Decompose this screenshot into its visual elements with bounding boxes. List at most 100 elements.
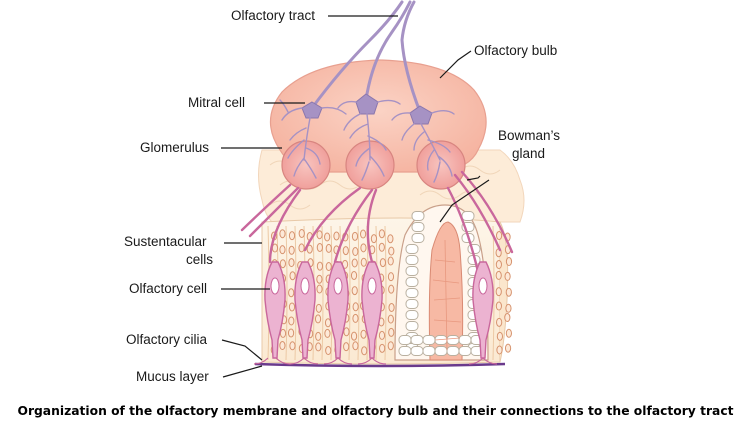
cell-nucleus <box>505 257 513 267</box>
cell-nucleus <box>316 242 323 252</box>
cell-nucleus <box>352 247 359 257</box>
cell-nucleus <box>496 231 503 241</box>
gland-cell <box>458 335 472 345</box>
cell-nucleus <box>360 243 367 253</box>
cell-nucleus <box>324 328 331 338</box>
cell-nucleus <box>316 284 323 294</box>
cell-nucleus <box>333 231 340 241</box>
olfactory-cell-label: Olfactory cell <box>129 281 208 296</box>
gland-cell <box>405 244 419 254</box>
glomerulus-label: Glomerulus <box>140 140 210 155</box>
gland-cell <box>405 255 419 265</box>
cell-nucleus <box>279 328 287 338</box>
cell-nucleus <box>287 328 295 338</box>
cell-nucleus <box>315 342 322 352</box>
gland-cell <box>398 335 412 345</box>
olfactory-cell <box>361 261 383 359</box>
cell-nucleus <box>505 328 512 338</box>
cell-nucleus <box>495 287 502 297</box>
cell-nucleus <box>504 343 512 353</box>
cell-nucleus <box>504 313 511 323</box>
cell-nucleus <box>496 317 503 327</box>
cell-nucleus <box>351 231 359 241</box>
mitral-dendrites <box>279 99 455 183</box>
cell-nucleus <box>324 318 332 328</box>
olfactory-receptor-cells <box>264 261 494 359</box>
cell-nucleus <box>387 256 394 266</box>
cell-nucleus <box>325 243 332 253</box>
cell-nucleus <box>351 258 358 268</box>
cell-nucleus <box>351 286 358 296</box>
gland-cell <box>446 335 460 345</box>
cell-nucleus <box>387 341 394 351</box>
cell-nucleus <box>350 270 358 280</box>
glomerulus <box>416 140 466 190</box>
cell-nucleus <box>379 343 386 353</box>
cell-nucleus <box>279 229 286 239</box>
cell-nucleus <box>306 244 313 254</box>
cell-nucleus <box>360 229 367 239</box>
cell-nucleus <box>298 228 305 238</box>
sustentacular-label-line2: cells <box>186 252 214 267</box>
cell-nucleus <box>342 246 349 256</box>
cell-nucleus <box>288 288 295 298</box>
cell-nucleus <box>298 243 305 253</box>
cell-nucleus <box>343 342 350 352</box>
cell-nucleus <box>350 331 358 341</box>
cell-nucleus <box>360 257 367 267</box>
figure-caption: Organization of the olfactory membrane a… <box>17 404 734 418</box>
mitral-cells <box>301 93 433 125</box>
cell-nucleus <box>388 303 395 313</box>
cell-nucleus <box>387 234 394 244</box>
gland-cell <box>405 310 419 320</box>
cell-nucleus <box>289 341 296 351</box>
cell-nucleus <box>279 245 286 255</box>
cell-nucleus <box>316 274 323 284</box>
cell-nucleus <box>379 258 387 268</box>
cell-nucleus <box>314 314 322 324</box>
cell-nucleus <box>495 270 502 280</box>
gland-cell <box>446 346 460 356</box>
cell-nucleus <box>343 327 350 337</box>
sustentacular-cell <box>321 225 324 361</box>
cell-nucleus <box>288 302 296 312</box>
cell-nucleus <box>279 341 286 351</box>
cell-nucleus <box>370 234 378 244</box>
sustentacular-cell <box>348 225 351 361</box>
cell-nucleus <box>495 301 502 311</box>
gland-cell <box>411 211 425 221</box>
cell-nucleus <box>352 341 359 351</box>
cell-nucleus <box>387 314 394 324</box>
gland-cell <box>461 211 475 221</box>
olfactory-cell <box>294 261 316 359</box>
olfactory-tract-label: Olfactory tract <box>231 8 316 23</box>
cell-nucleus <box>279 259 286 269</box>
gland-cell <box>410 346 424 356</box>
cell-nucleus <box>495 260 502 270</box>
sustentacular-label-line1: Sustentacular <box>124 234 207 249</box>
cell-nucleus <box>378 229 385 239</box>
gland-cell <box>405 266 419 276</box>
cell-nucleus <box>504 271 511 281</box>
olfactory-bulb-label: Olfactory bulb <box>474 43 558 58</box>
cell-nucleus <box>288 245 295 255</box>
gland-cell <box>410 335 424 345</box>
cell-nucleus <box>325 346 332 356</box>
mucus-layer-label: Mucus layer <box>136 369 209 384</box>
bowmans-gland-label-line1: Bowman’s <box>498 128 561 143</box>
gland-cell <box>405 321 419 331</box>
cell-nucleus <box>289 271 296 281</box>
cell-nucleus <box>496 331 503 341</box>
cell-nucleus <box>388 246 395 256</box>
cell-nucleus <box>315 303 322 313</box>
sustentacular-cell <box>384 225 387 361</box>
cell-nucleus <box>324 232 331 242</box>
cell-nucleus <box>496 345 503 355</box>
bowmans-gland-label-line2: gland <box>512 146 546 161</box>
bowmans-gland <box>394 204 489 361</box>
cell-nucleus <box>387 272 395 282</box>
olfactory-cell <box>472 261 494 359</box>
gland-cell <box>405 288 419 298</box>
